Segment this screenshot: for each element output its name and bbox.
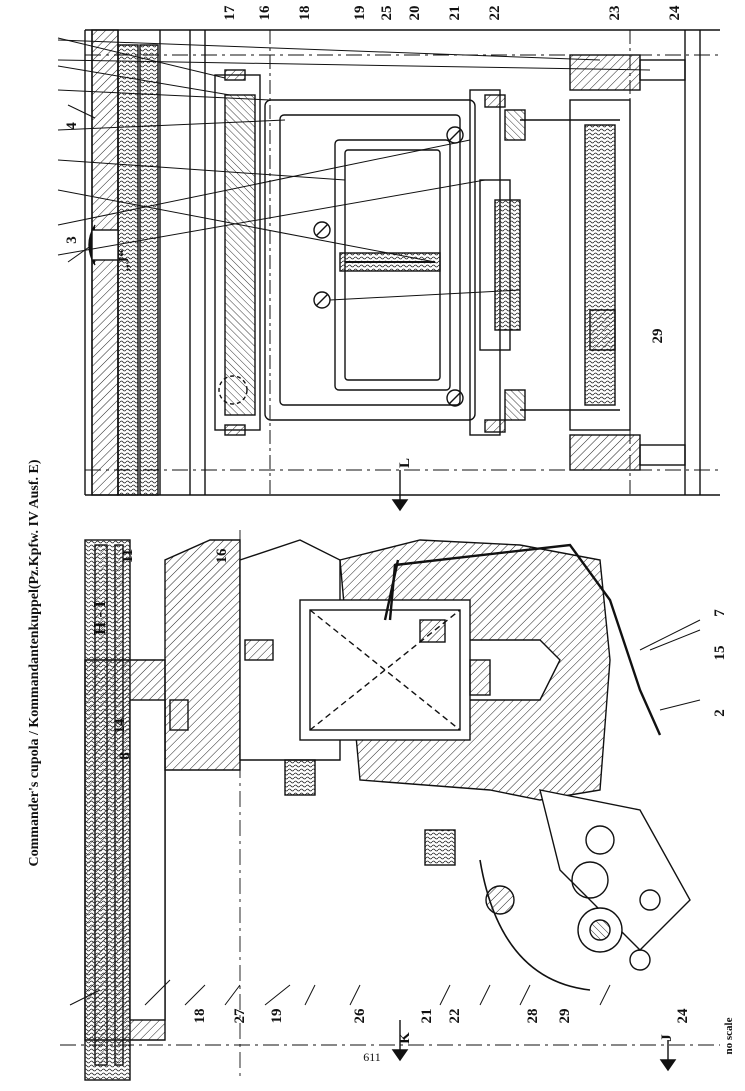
section-arrow-j: J: [659, 1034, 675, 1042]
view-j-leaders: [57, 37, 651, 301]
label-29-hi: 29: [557, 1008, 573, 1024]
page-number: 611: [363, 1050, 381, 1064]
section-hi-label: H - I: [90, 601, 109, 635]
label-19-hi: 19: [269, 1008, 285, 1024]
label-22-j: 22: [487, 5, 503, 21]
label-3: 3: [64, 236, 80, 244]
label-8: 8: [117, 752, 133, 760]
label-23: 23: [607, 5, 623, 21]
drawing-title: Commander's cupola / Kommandantenkuppel(…: [27, 459, 42, 867]
scale-note: no scale: [723, 1017, 735, 1055]
label-11: 11: [120, 548, 136, 564]
label-17: 17: [222, 5, 238, 21]
label-20: 20: [407, 5, 423, 21]
view-hi-leaders: [69, 619, 701, 1006]
label-16-hi: 16: [214, 548, 230, 564]
label-21-hi: 21: [419, 1008, 435, 1024]
label-25: 25: [379, 5, 395, 21]
label-22-hi: 22: [447, 1008, 463, 1024]
label-21-j: 21: [447, 5, 463, 21]
label-18-j: 18: [297, 5, 313, 21]
label-18-hi: 18: [192, 1008, 208, 1024]
label-19-j: 19: [352, 5, 368, 21]
label-2: 2: [712, 709, 728, 717]
view-j-label: „J“: [116, 249, 133, 272]
section-arrow-l: L: [397, 458, 413, 469]
label-27: 27: [232, 1008, 248, 1024]
section-arrow-k: K: [397, 1032, 413, 1044]
label-29-j: 29: [650, 328, 666, 344]
label-26: 26: [352, 1008, 368, 1024]
label-4: 4: [64, 122, 80, 130]
view-hi: [60, 470, 720, 1081]
label-14: 14: [112, 718, 128, 734]
view-j: [84, 29, 720, 496]
label-7: 7: [712, 609, 728, 617]
label-16-j: 16: [257, 5, 273, 21]
label-24-j: 24: [667, 5, 683, 21]
label-24-hi: 24: [675, 1008, 691, 1024]
label-28: 28: [525, 1008, 541, 1024]
label-15: 15: [712, 645, 728, 661]
